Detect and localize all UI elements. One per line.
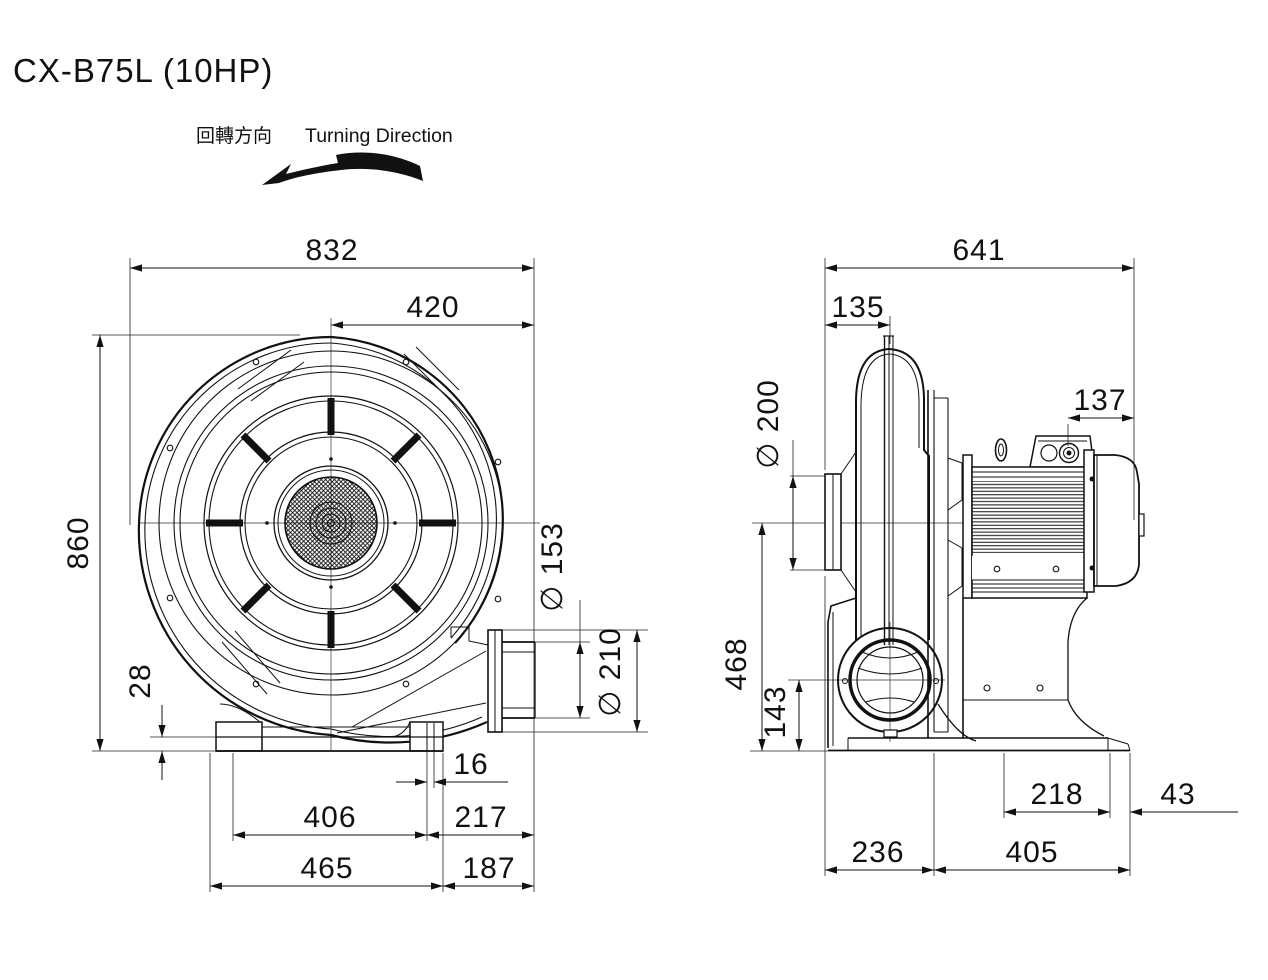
inlet-mesh-grille: [284, 476, 378, 570]
outlet-end-view: [837, 627, 943, 738]
dim-overall-width: 832: [305, 234, 358, 267]
blower-side-view: 641 135 137 ∅ 200 468 143 218 43 236 405: [720, 234, 1238, 876]
dim-foot-overhang: 43: [1160, 778, 1195, 811]
turning-direction-label: 回轉方向 Turning Direction: [196, 125, 453, 185]
scroll-casing-side: [827, 335, 977, 748]
dim-foot-slot-width: 16: [453, 748, 488, 781]
support-pedestal: [828, 597, 1131, 752]
page-title: CX-B75L (10HP): [13, 52, 273, 89]
impeller-hub: [309, 501, 353, 545]
grille-spokes: [206, 398, 456, 648]
cable-gland: [1058, 442, 1080, 464]
rotation-arrow-icon: [262, 152, 423, 185]
dim-outlet-tube-dia: ∅ 153: [536, 522, 569, 612]
suction-inlet-flange: [824, 451, 857, 593]
dim-shaft-center-height: 468: [720, 637, 753, 690]
dim-base-width-d: 187: [462, 852, 515, 885]
dim-overall-depth: 641: [952, 234, 1005, 267]
electric-motor: [962, 435, 1145, 599]
front-dimensions: 832 420 860 28 16 406 217 465 187 ∅ 153 …: [62, 234, 648, 892]
dim-center-to-outlet: 420: [406, 291, 459, 324]
motor-end-flange: [1083, 449, 1095, 593]
turning-direction-en: Turning Direction: [305, 125, 453, 147]
outlet-duct: [450, 626, 536, 733]
dim-motor-base-width: 218: [1030, 778, 1083, 811]
motor-end-bell: [1093, 454, 1140, 587]
dim-base-depth-a: 236: [851, 836, 904, 869]
dim-base-width-b: 217: [454, 801, 507, 834]
dim-base-width-c: 465: [300, 852, 353, 885]
side-dimensions: 641 135 137 ∅ 200 468 143 218 43 236 405: [720, 234, 1238, 876]
mounting-bracket: [927, 390, 963, 738]
dim-outlet-center-height: 143: [759, 685, 792, 738]
dim-base-plate-thickness: 28: [124, 663, 157, 698]
dim-inlet-flange-offset: 135: [831, 291, 884, 324]
dim-inlet-dia: ∅ 200: [752, 379, 785, 469]
dim-outlet-flange-dia: ∅ 210: [594, 627, 627, 717]
front-base: [215, 703, 444, 752]
lifting-eyebolt: [994, 438, 1008, 462]
dim-base-depth-b: 405: [1005, 836, 1058, 869]
dim-base-width-a: 406: [303, 801, 356, 834]
casing-bolts: [166, 358, 502, 688]
blower-front-view: 832 420 860 28 16 406 217 465 187 ∅ 153 …: [62, 234, 648, 892]
dim-terminal-box-offset: 137: [1073, 384, 1126, 417]
inner-bolts: [265, 457, 397, 589]
dim-overall-height: 860: [62, 516, 95, 569]
casing-seams: [221, 346, 487, 734]
turning-direction-zh: 回轉方向: [196, 125, 272, 147]
